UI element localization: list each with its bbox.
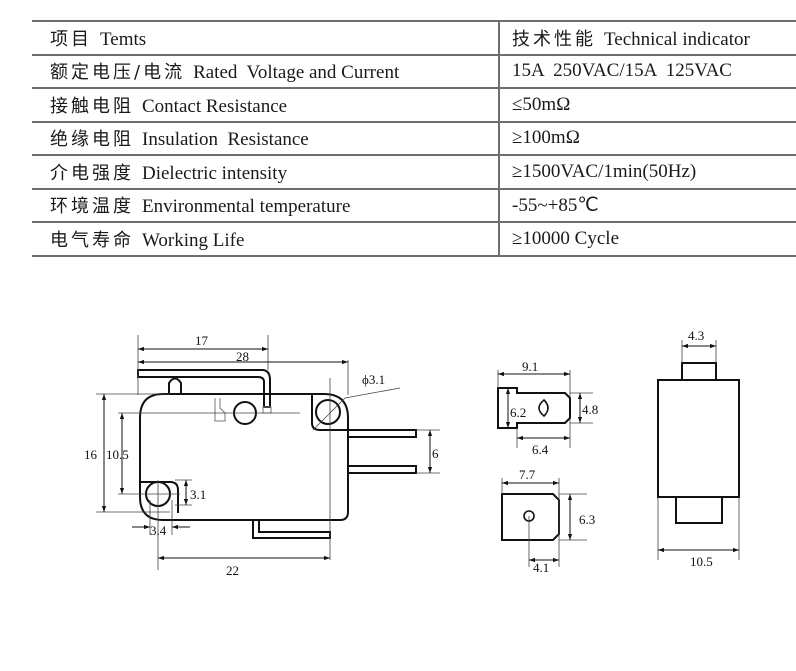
dim-label: 9.1 xyxy=(522,359,538,374)
switch-end-view xyxy=(657,362,740,524)
plunger xyxy=(168,377,182,394)
switch-side-view xyxy=(137,369,417,539)
end-body xyxy=(657,379,740,498)
dim-label: 3.4 xyxy=(150,523,167,538)
dim-label: 4.3 xyxy=(688,328,704,343)
dim-label: 6.4 xyxy=(532,442,549,457)
switch-body xyxy=(139,393,349,521)
dim-label: 10.5 xyxy=(106,447,129,462)
terminal-top xyxy=(347,429,417,438)
plunger-top xyxy=(681,362,717,381)
dim-label: 22 xyxy=(226,563,239,578)
dim-label: 4.8 xyxy=(582,402,598,417)
dim-label: 16 xyxy=(84,447,98,462)
dim-label: 28 xyxy=(236,349,249,364)
terminal-bottom xyxy=(347,465,417,474)
terminal-base xyxy=(675,496,723,524)
terminal-bottom-tab xyxy=(252,520,331,539)
lever xyxy=(137,369,271,408)
dim-label: 10.5 xyxy=(690,554,713,569)
mount-hole-right xyxy=(315,399,341,425)
terminal-a-view xyxy=(497,387,571,429)
terminal-b-view xyxy=(501,493,560,541)
dim-label: 3.1 xyxy=(190,487,206,502)
dim-label: 6.2 xyxy=(510,405,526,420)
dim-label: 7.7 xyxy=(519,467,536,482)
dim-label: 6.3 xyxy=(579,512,595,527)
dim-label: 6 xyxy=(432,446,439,461)
dim-label: 4.1 xyxy=(533,560,549,575)
dim-label: 17 xyxy=(195,333,209,348)
dim-label: ϕ3.1 xyxy=(362,372,385,387)
